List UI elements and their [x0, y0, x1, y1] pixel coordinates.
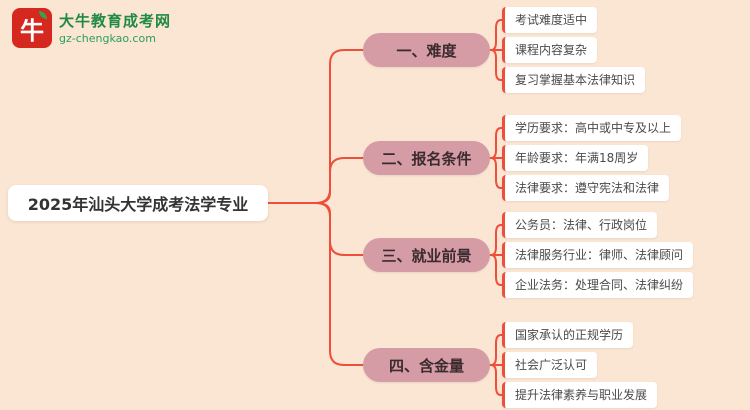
site-logo: 牛 大牛教育成考网 gz-chengkao.com: [12, 8, 171, 48]
leaf-item: 企业法务：处理合同、法律纠纷: [502, 272, 694, 298]
site-url: gz-chengkao.com: [59, 31, 156, 45]
site-name: 大牛教育成考网: [59, 11, 172, 30]
branch-node-prospects: 三、就业前景: [363, 238, 490, 272]
leaf-item: 考试难度适中: [502, 7, 598, 33]
leaf-item: 复习掌握基本法律知识: [502, 67, 646, 93]
central-topic: 2025年汕头大学成考法学专业: [8, 185, 268, 221]
branch-node-requirements: 二、报名条件: [363, 141, 490, 175]
leaf-item: 学历要求：高中或中专及以上: [502, 115, 682, 141]
leaf-item: 国家承认的正规学历: [502, 322, 634, 348]
leaf-item: 课程内容复杂: [502, 37, 598, 63]
logo-text: 大牛教育成考网 gz-chengkao.com: [59, 11, 171, 46]
branch-node-value: 四、含金量: [363, 348, 490, 382]
leaf-item: 提升法律素养与职业发展: [502, 382, 658, 408]
leaf-item: 社会广泛认可: [502, 352, 598, 378]
branch-node-difficulty: 一、难度: [363, 33, 490, 67]
logo-icon: 牛: [12, 8, 52, 48]
leaf-item: 公务员：法律、行政岗位: [502, 212, 658, 238]
leaf-item: 法律服务行业：律师、法律顾问: [502, 242, 694, 268]
leaf-item: 法律要求：遵守宪法和法律: [502, 175, 670, 201]
logo-icon-glyph: 牛: [20, 16, 44, 45]
leaf-item: 年龄要求：年满18周岁: [502, 145, 649, 171]
